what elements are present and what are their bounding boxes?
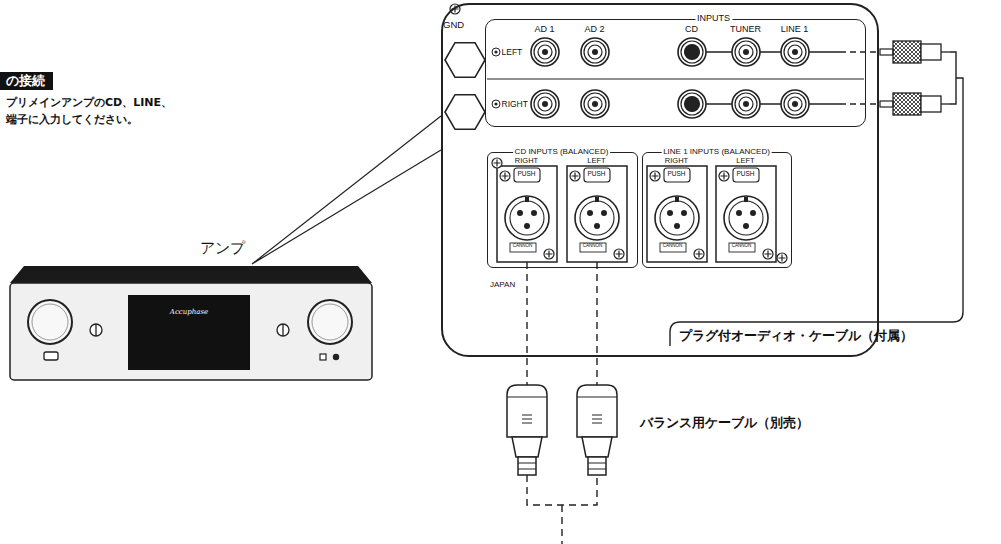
panel-text: PUSH [736, 171, 754, 178]
section-heading: の接続 [0, 72, 53, 90]
panel-text: CANNON [663, 244, 683, 249]
xlr-plug [507, 385, 547, 475]
xlr-socket [497, 166, 557, 262]
gnd-screw [450, 4, 460, 14]
panel-text: GND [443, 20, 464, 30]
leader-line [252, 116, 441, 264]
gnd-nut [445, 43, 485, 78]
rca-plug [880, 41, 950, 63]
audio-cable [670, 52, 963, 346]
rca-plug [880, 93, 950, 115]
panel-text: LINE 1 [781, 25, 809, 34]
balanced-input-box: LINE 1 INPUTS (BALANCED)RIGHTLEFTPUSHPUS… [642, 152, 792, 268]
panel-screw [492, 158, 502, 168]
amp-knob [308, 300, 352, 344]
panel-text: LINE 1 INPUTS (BALANCED) [661, 148, 772, 156]
panel-text: JAPAN [490, 281, 515, 289]
panel-text: PUSH [517, 171, 535, 178]
row-mark-dot [494, 102, 497, 105]
panel-text: RIGHT [515, 157, 538, 165]
rca-jack [732, 38, 760, 66]
brand-logo: Accuphase [170, 308, 208, 316]
xlr-socket [647, 166, 707, 262]
panel-text: LEFT [502, 48, 523, 57]
panel-text: LEFT [736, 157, 754, 165]
rca-jack [781, 38, 809, 66]
rca-jack [581, 90, 609, 118]
cable-label: バランス用ケーブル（別売） [640, 416, 809, 431]
row-mark-dot [494, 50, 497, 53]
panel-text: LEFT [587, 157, 605, 165]
rca-jack [732, 90, 760, 118]
row-mark [492, 100, 500, 108]
panel-text: RIGHT [665, 157, 688, 165]
xlr-socket [716, 166, 776, 262]
panel-text: AD 1 [534, 25, 554, 34]
inputs-panel: INPUTSAD 1AD 2CDTUNERLINE 1LEFTRIGHT [485, 19, 866, 127]
amp-small-knob-mark [282, 324, 283, 336]
panel-text: CANNON [583, 244, 603, 249]
panel-text: AD 2 [584, 25, 604, 34]
panel-text: CD [685, 25, 698, 34]
connected-jack [684, 44, 700, 60]
panel-text: CD INPUTS (BALANCED) [513, 148, 611, 156]
amp-top [10, 266, 372, 283]
cable-label: プラグ付オーディオ・ケーブル（付属） [679, 329, 913, 344]
rca-jack [531, 38, 559, 66]
panel-screw [777, 253, 787, 263]
amp-power-button [44, 352, 58, 360]
amp-knob [28, 300, 72, 344]
amp-jack [333, 354, 339, 360]
rca-jack [781, 90, 809, 118]
amp-knob-ring [312, 304, 348, 340]
panel-text: PUSH [587, 171, 605, 178]
rca-jack [678, 38, 706, 66]
panel-text: CANNON [732, 244, 752, 249]
rca-jack [531, 90, 559, 118]
amp-small-knob [277, 324, 289, 336]
connected-jack [684, 96, 700, 112]
amp-knob-ring [32, 304, 68, 340]
panel-text: CANNON [513, 244, 533, 249]
amp-indicator [320, 354, 326, 360]
balanced-input-box: CD INPUTS (BALANCED)RIGHTLEFTPUSHPUSHCAN… [487, 152, 638, 268]
amp-small-knob [90, 324, 102, 336]
amp-label: アンプ [200, 240, 245, 257]
panel-text: PUSH [667, 171, 685, 178]
instruction-text: プリメインアンプのCD、LINE、 端子に入力してください。 [6, 94, 226, 128]
amp-front [10, 283, 372, 380]
signal-dashed-line [840, 52, 880, 104]
rca-jack [678, 90, 706, 118]
row-mark [492, 48, 500, 56]
rca-jack [581, 38, 609, 66]
panel-text: RIGHT [502, 100, 528, 109]
xlr-socket [567, 166, 627, 262]
amp-display [128, 295, 250, 370]
rear-panel: INPUTSAD 1AD 2CDTUNERLINE 1LEFTRIGHTCD I… [441, 3, 879, 357]
amp-small-knob-mark [95, 324, 96, 336]
row-divider [487, 79, 864, 80]
xlr-plug [577, 385, 617, 475]
panel-text: TUNER [730, 25, 761, 34]
nut [445, 95, 485, 130]
signal-line [706, 52, 840, 104]
panel-text: INPUTS [695, 14, 732, 23]
